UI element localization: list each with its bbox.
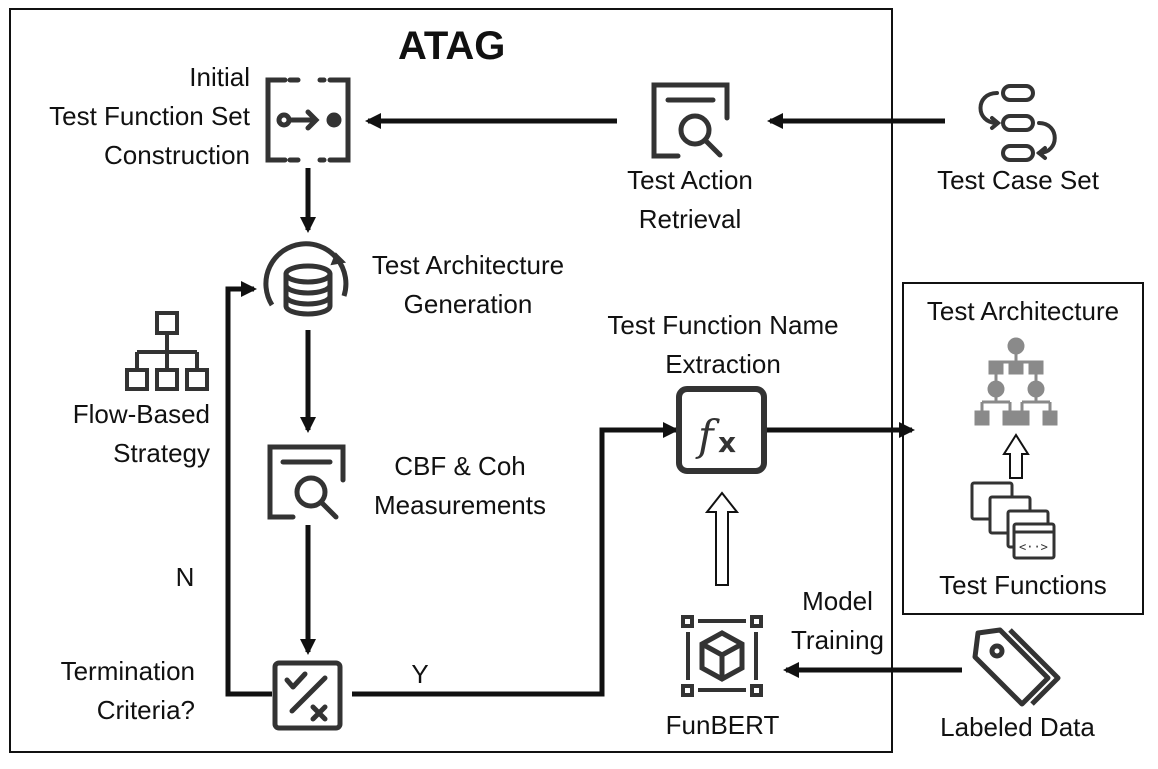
svg-text:x: x bbox=[718, 426, 736, 459]
svg-text:f: f bbox=[695, 411, 720, 460]
arrow-funbert-to-extraction bbox=[704, 491, 740, 586]
function-set-icon bbox=[265, 77, 351, 163]
test-case-set-icon bbox=[978, 84, 1057, 162]
model-training-label: Model Training bbox=[791, 586, 884, 655]
output-frame bbox=[902, 282, 1144, 615]
retrieval-label: Test Action Retrieval bbox=[627, 165, 753, 234]
branch-no-label: N bbox=[175, 562, 195, 592]
retrieval-icon bbox=[651, 82, 730, 159]
measurements-label: CBF & Coh Measurements bbox=[374, 451, 546, 520]
architecture-tree-icon bbox=[974, 337, 1058, 426]
test-functions-code-icon: <··> bbox=[970, 481, 1056, 560]
svg-text:<··>: <··> bbox=[1019, 540, 1048, 554]
labeled-data-label: Labeled Data bbox=[940, 712, 1095, 742]
flow-strategy-label: Flow-Based Strategy bbox=[72, 399, 210, 468]
funbert-model-icon bbox=[681, 615, 763, 697]
output-functions-label: Test Functions bbox=[939, 570, 1107, 600]
branch-yes-label: Y bbox=[411, 659, 429, 689]
arrows bbox=[225, 113, 962, 697]
atag-frame bbox=[9, 8, 893, 753]
diagram-title: ATAG bbox=[398, 24, 506, 68]
output-architecture-label: Test Architecture bbox=[926, 296, 1120, 326]
termination-check-icon bbox=[272, 660, 343, 731]
termination-label: Termination Criteria? bbox=[60, 656, 195, 725]
fx-function-icon: f x bbox=[676, 386, 767, 474]
test-case-set-label: Test Case Set bbox=[937, 165, 1099, 195]
arrow-yes-to-extraction bbox=[352, 422, 679, 697]
hollow-arrows bbox=[704, 433, 1030, 586]
flow-hierarchy-icon bbox=[125, 311, 209, 391]
name-extraction-label: Test Function Name Extraction bbox=[607, 310, 839, 379]
generation-label: Test Architecture Generation bbox=[371, 250, 565, 319]
generation-database-icon bbox=[263, 241, 349, 317]
arrow-functions-to-architecture bbox=[1002, 433, 1030, 479]
funbert-label: FunBERT bbox=[665, 710, 780, 740]
measurements-icon bbox=[267, 444, 346, 520]
labeled-data-tag-icon bbox=[972, 627, 1061, 707]
arrow-loop-no bbox=[225, 281, 272, 697]
initial-set-label: Initial Test Function Set Construction bbox=[49, 62, 250, 170]
